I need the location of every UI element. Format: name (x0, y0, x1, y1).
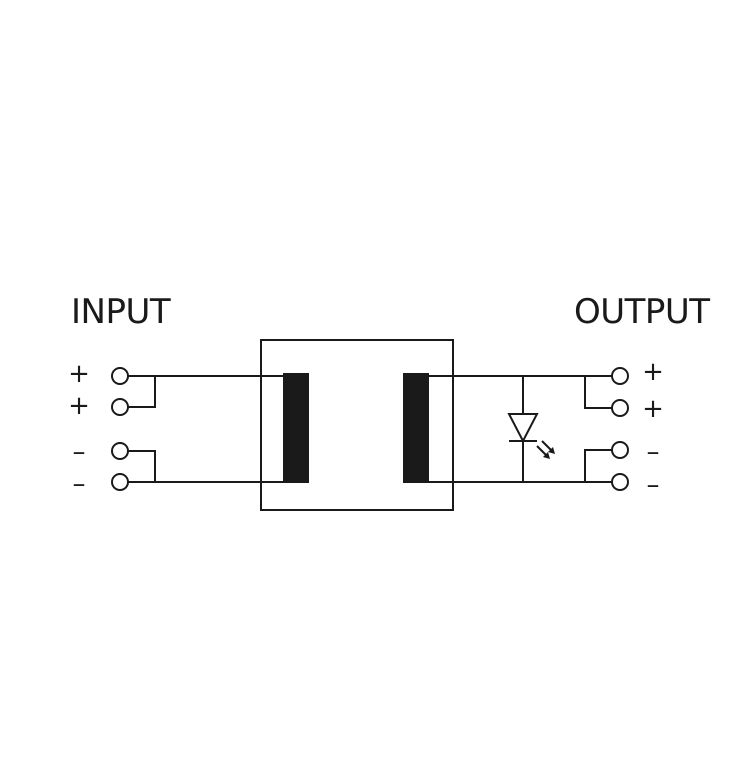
input-wiring (128, 375, 300, 483)
input-terminal-1-sign: + (68, 359, 90, 389)
input-title: INPUT (71, 292, 171, 332)
input-terminal-2 (111, 398, 129, 416)
input-terminal-3-sign: – (73, 437, 86, 467)
led-icon (507, 376, 555, 482)
input-terminal-1 (111, 367, 129, 385)
input-terminal-3 (111, 442, 129, 460)
output-terminal-3 (611, 441, 629, 459)
output-wiring (415, 375, 612, 483)
output-terminal-4-sign: – (647, 470, 660, 500)
output-title: OUTPUT (574, 292, 710, 332)
output-terminal-1-sign: + (642, 357, 664, 387)
input-terminal-4-sign: – (73, 469, 86, 499)
output-terminal-2-sign: + (642, 394, 664, 424)
transformer-primary-core (283, 373, 309, 483)
transformer-icon (283, 373, 429, 483)
output-terminal-2 (611, 399, 629, 417)
output-terminal-1 (611, 367, 629, 385)
input-terminal-2-sign: + (68, 391, 90, 421)
device-housing (260, 339, 454, 511)
transformer-secondary-core (403, 373, 429, 483)
output-terminal-3-sign: – (647, 437, 660, 467)
output-terminal-4 (611, 473, 629, 491)
input-terminal-4 (111, 473, 129, 491)
